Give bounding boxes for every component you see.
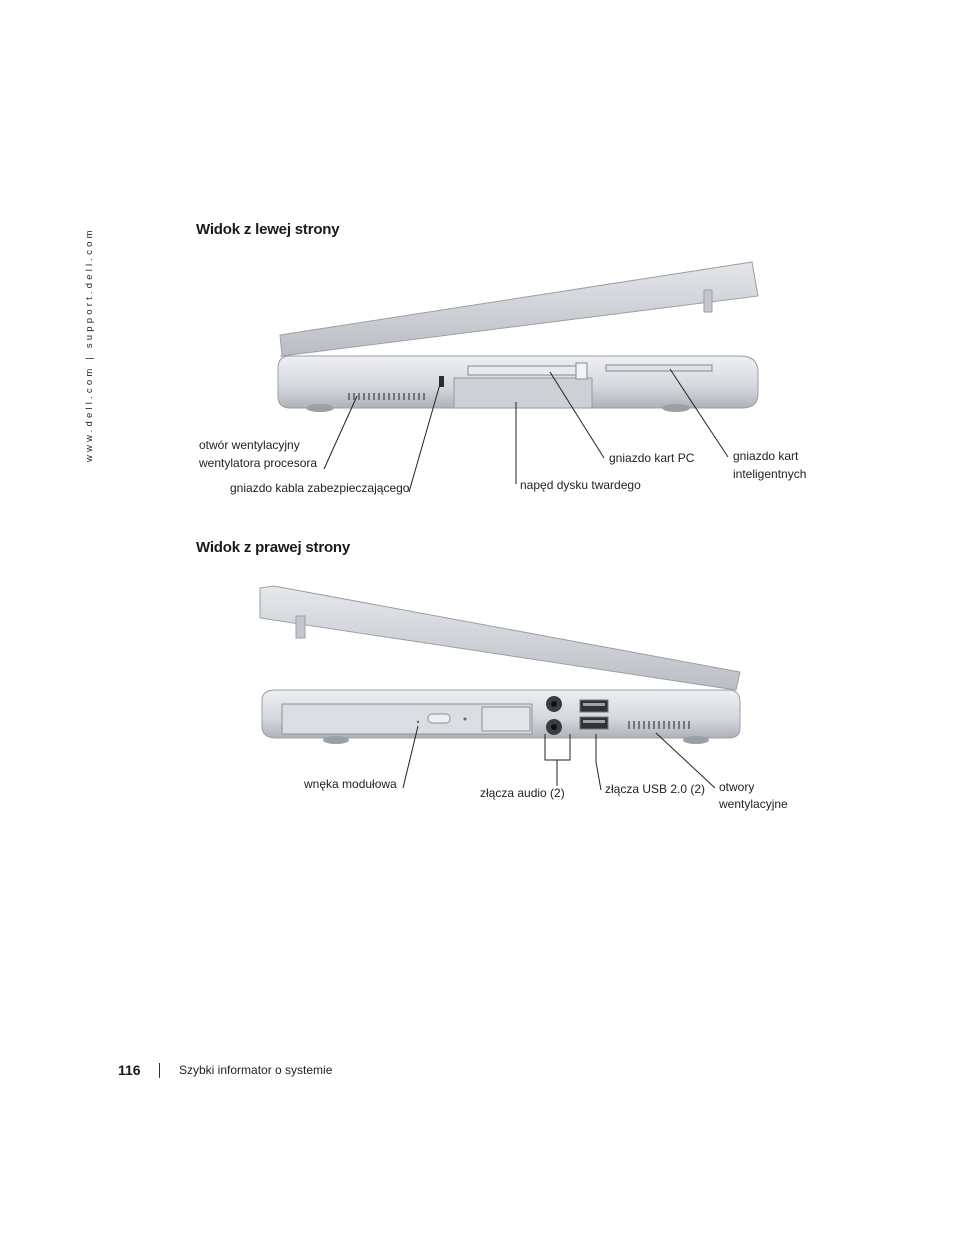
label-module-bay: wnęka modułowa	[304, 777, 397, 791]
page-number: 116	[118, 1062, 141, 1078]
label-smart-card-line1: gniazdo kart	[733, 449, 799, 463]
label-usb-connectors: złącza USB 2.0 (2)	[605, 782, 706, 796]
label-fan-vent-line2: wentylatora procesora	[199, 456, 318, 470]
right-view-heading: Widok z prawej strony	[196, 539, 351, 556]
footer-title: Szybki informator o systemie	[179, 1063, 333, 1077]
label-vents-line1: otwory	[719, 780, 755, 794]
label-pc-card: gniazdo kart PC	[609, 451, 695, 465]
label-hard-drive: napęd dysku twardego	[520, 478, 641, 492]
footer-separator	[159, 1063, 160, 1078]
label-fan-vent-line1: otwór wentylacyjny	[199, 438, 300, 452]
label-smart-card-line2: inteligentnych	[733, 467, 807, 481]
label-security-slot: gniazdo kabla zabezpieczającego	[230, 481, 410, 495]
label-audio-connectors: złącza audio (2)	[480, 786, 565, 800]
left-view-heading: Widok z lewej strony	[196, 221, 340, 238]
label-vents-line2: wentylacyjne	[719, 797, 788, 811]
